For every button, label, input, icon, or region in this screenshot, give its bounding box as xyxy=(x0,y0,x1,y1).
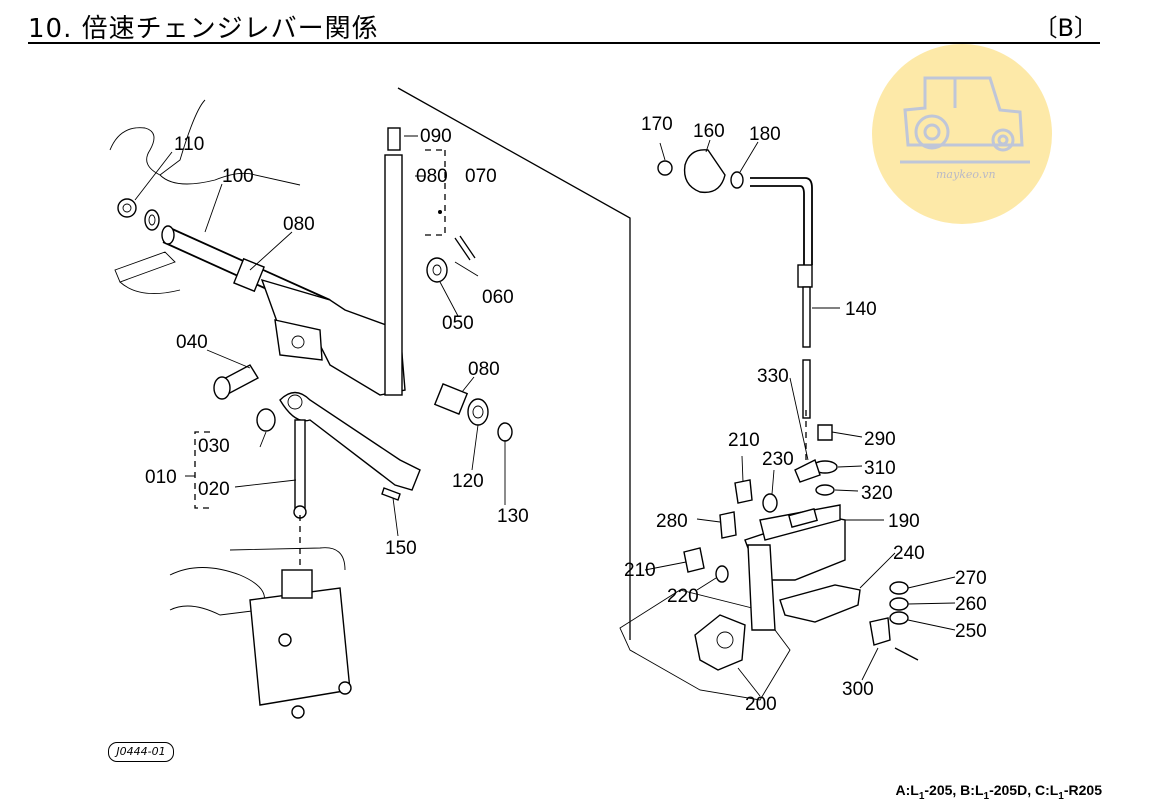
part-label-250: 250 xyxy=(955,621,987,642)
footnote-b-sub: 1 xyxy=(983,791,990,802)
page-title: 10. 倍速チェンジレバー関係 xyxy=(28,14,379,44)
part-label-170: 170 xyxy=(641,114,673,135)
title-rule xyxy=(28,42,1100,44)
part-label-130: 130 xyxy=(497,506,529,527)
part-label-280: 280 xyxy=(656,511,688,532)
part-label-080: 080 xyxy=(416,166,448,187)
model-footnote: A:L1-205, B:L1-205D, C:L1-R205 xyxy=(895,782,1102,802)
part-label-330: 330 xyxy=(757,366,789,387)
part-label-020: 020 xyxy=(198,479,230,500)
footnote-a: A:L xyxy=(895,782,919,799)
part-label-040: 040 xyxy=(176,332,208,353)
part-label-210: 210 xyxy=(728,430,760,451)
part-label-100: 100 xyxy=(222,166,254,187)
part-label-080: 080 xyxy=(468,359,500,380)
part-label-290: 290 xyxy=(864,429,896,450)
part-label-090: 090 xyxy=(420,126,452,147)
part-label-310: 310 xyxy=(864,458,896,479)
right-assembly xyxy=(619,139,956,701)
watermark-logo: maykeo.vn xyxy=(872,44,1052,224)
part-label-080: 080 xyxy=(283,214,315,235)
part-label-150: 150 xyxy=(385,538,417,559)
part-label-070: 070 xyxy=(465,166,497,187)
part-label-300: 300 xyxy=(842,679,874,700)
part-label-010: 010 xyxy=(145,467,177,488)
part-label-110: 110 xyxy=(174,134,204,155)
part-label-120: 120 xyxy=(452,471,484,492)
part-label-200: 200 xyxy=(745,694,777,715)
part-label-220: 220 xyxy=(667,586,699,607)
part-label-050: 050 xyxy=(442,313,474,334)
left-assembly xyxy=(109,87,631,719)
footnote-c-sub: 1 xyxy=(1058,791,1064,802)
part-label-270: 270 xyxy=(955,568,987,589)
part-label-210: 210 xyxy=(624,560,656,581)
part-label-140: 140 xyxy=(845,299,877,320)
watermark-text: maykeo.vn xyxy=(936,168,996,181)
part-label-060: 060 xyxy=(482,287,514,308)
part-label-240: 240 xyxy=(893,543,925,564)
variant-label: 〔B〕 xyxy=(1033,14,1098,42)
footnote-a-rest: -205, B:L xyxy=(924,782,984,799)
footnote-a-sub: 1 xyxy=(918,791,925,802)
part-label-230: 230 xyxy=(762,449,794,470)
part-labels: 110 100 080 090 080 070 060 050 040 080 … xyxy=(145,114,987,715)
part-label-260: 260 xyxy=(955,594,987,615)
footnote-b-rest: -205D, C:L xyxy=(989,782,1059,799)
footnote-c-rest: -R205 xyxy=(1063,782,1102,799)
part-label-320: 320 xyxy=(861,483,893,504)
part-label-030: 030 xyxy=(198,436,230,457)
part-label-180: 180 xyxy=(749,124,781,145)
part-label-160: 160 xyxy=(693,121,725,142)
part-label-190: 190 xyxy=(888,511,920,532)
drawing-code: J0444-01 xyxy=(108,742,174,762)
